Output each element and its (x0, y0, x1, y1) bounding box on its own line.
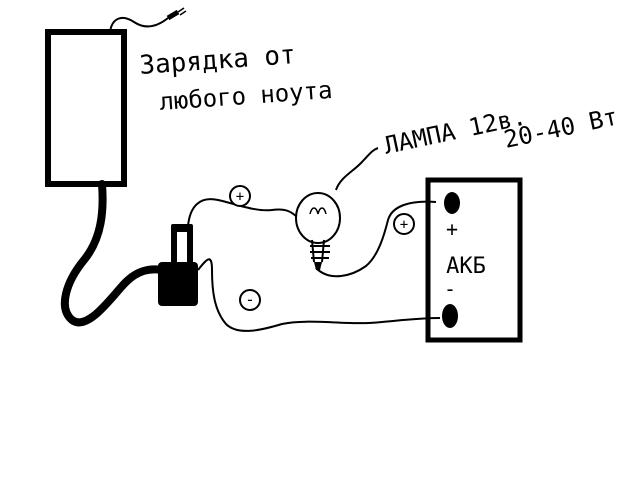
battery-minus-label: - (444, 277, 456, 301)
lamp-label-leader (335, 147, 379, 191)
wire-lamp-to-battery-plus (315, 200, 437, 278)
mains-cable (109, 16, 169, 33)
battery-plus-label: + (446, 217, 458, 241)
mains-plug-icon (166, 7, 187, 21)
charger-brick (45, 29, 127, 187)
wire-plus-mark-circle (229, 185, 251, 207)
wire-minus-mark: - (245, 290, 255, 309)
terminal-plus-mark: + (400, 217, 408, 233)
dc-output-cable (60, 180, 166, 327)
battery-terminal-plus (444, 192, 460, 214)
battery-box (425, 177, 523, 343)
terminal-plus-mark-circle (393, 213, 415, 235)
wire-positive (187, 198, 299, 227)
dc-connector (158, 224, 198, 306)
lamp-bulb-icon (295, 192, 341, 270)
wire-minus-mark-circle (239, 289, 261, 311)
charger-caption-line1: Зарядка от (138, 40, 296, 81)
wire-plus-mark: + (236, 189, 244, 205)
battery-terminal-minus (442, 304, 458, 328)
battery-name-label: АКБ (446, 254, 486, 279)
charger-caption-line2: любого ноута (158, 76, 333, 116)
wire-negative (197, 258, 441, 332)
